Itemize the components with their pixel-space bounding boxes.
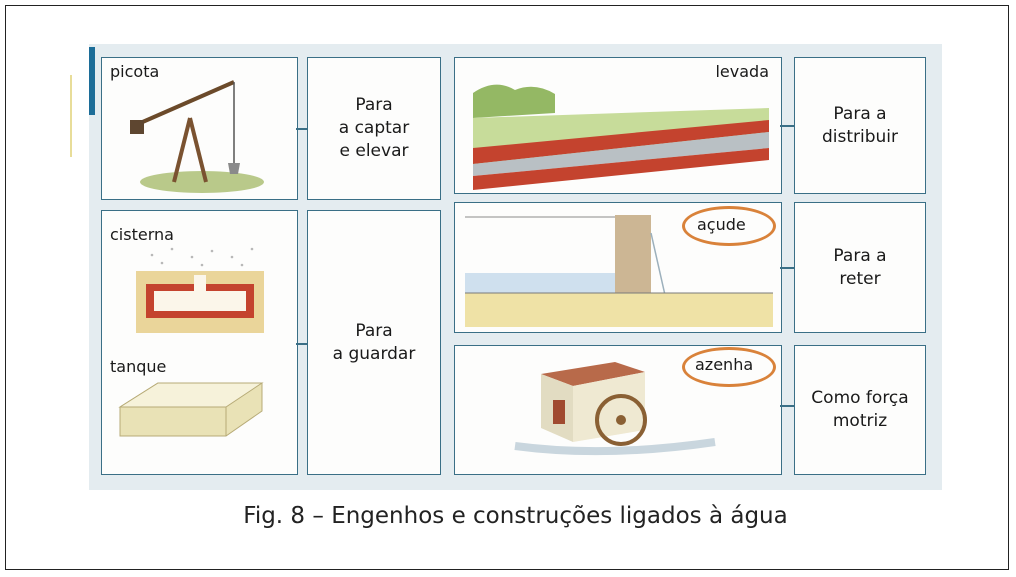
levada-image-box: levada [454,57,782,194]
tanque-illustration [118,382,264,437]
azenha-highlight [682,347,776,387]
acude-purpose-box: Para a reter [794,202,926,333]
storage-image-box: cisterna tanque [101,210,298,475]
tanque-label: tanque [110,357,167,376]
azenha-illustration [514,362,716,456]
figure-caption: Fig. 8 – Engenhos e construções ligados … [243,503,788,529]
levada-connector [780,125,795,127]
picota-illustration [130,80,264,193]
azenha-purpose-box: Como força motriz [794,345,926,475]
decorative-line [70,75,72,157]
picota-label: picota [110,62,160,81]
picota-image-box: picota [101,57,298,200]
levada-label: levada [715,62,769,81]
guardar-purpose-box: Para a guardar [307,210,441,475]
storage-connector [296,343,308,345]
accent-bar [89,47,95,115]
cisterna-label: cisterna [110,225,174,244]
levada-purpose-box: Para a distribuir [794,57,926,194]
levada-illustration [473,84,769,190]
outer-frame [5,5,1009,570]
acude-illustration [465,215,773,327]
picota-connector [296,128,308,130]
acude-connector [780,267,795,269]
acude-highlight [682,206,776,246]
azenha-connector [780,405,795,407]
picota-purpose-box: Para a captar e elevar [307,57,441,200]
cisterna-illustration [136,247,264,333]
